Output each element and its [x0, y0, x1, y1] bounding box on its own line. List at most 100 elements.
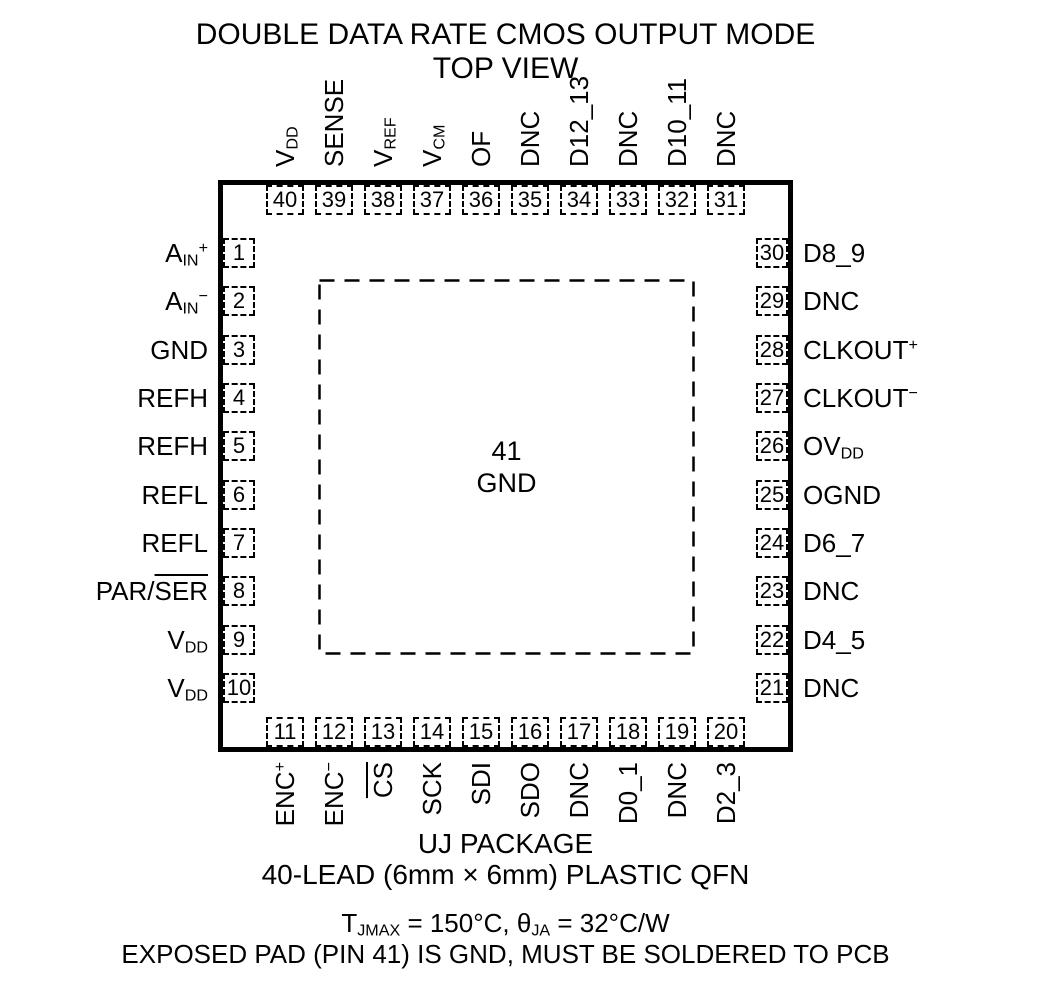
pin-number-39: 39 [321, 187, 347, 212]
pin-label-38: VREF [368, 117, 400, 167]
exposed-pad-label: GND [476, 468, 537, 498]
pin-box-5: 5 [223, 431, 255, 461]
pin-box-30: 30 [756, 238, 788, 268]
pin-number-18: 18 [615, 719, 641, 744]
pin-number-7: 7 [232, 530, 246, 555]
pin-label-34: D12_13 [564, 75, 594, 167]
pin-box-35: 35 [511, 185, 549, 215]
pin-label-40: VDD [270, 126, 302, 167]
diagram-title: DOUBLE DATA RATE CMOS OUTPUT MODE [195, 18, 816, 51]
pin-number-1: 1 [232, 240, 246, 265]
pin-number-37: 37 [419, 187, 445, 212]
pin-number-20: 20 [713, 719, 739, 744]
pin-label-27: CLKOUT− [803, 383, 918, 413]
pin-label-17: DNC [564, 762, 594, 819]
pin-box-18: 18 [609, 717, 647, 747]
pin-number-4: 4 [232, 385, 246, 410]
pin-label-33: DNC [613, 110, 643, 167]
pin-label-4: REFH [137, 383, 208, 413]
pin-label-14: SCK [417, 762, 447, 816]
pin-label-30: D8_9 [803, 238, 866, 268]
pin-number-15: 15 [468, 719, 494, 744]
pin-label-37: VCM [417, 124, 449, 167]
pin-box-19: 19 [658, 717, 696, 747]
pin-number-33: 33 [615, 187, 641, 212]
pin-number-14: 14 [419, 719, 445, 744]
pin-number-36: 36 [468, 187, 494, 212]
pin-number-2: 2 [232, 288, 246, 313]
pin-box-26: 26 [756, 431, 788, 461]
pin-box-4: 4 [223, 383, 255, 413]
pin-number-5: 5 [232, 433, 246, 458]
pin-box-11: 11 [266, 717, 304, 747]
pin-box-10: 10 [223, 673, 255, 703]
pin-label-22: D4_5 [803, 625, 866, 655]
pin-box-6: 6 [223, 480, 255, 510]
pin-box-29: 29 [756, 286, 788, 316]
pin-box-24: 24 [756, 528, 788, 558]
pin-box-15: 15 [462, 717, 500, 747]
pin-number-26: 26 [759, 433, 785, 458]
pin-label-16: SDO [515, 762, 545, 819]
pin-box-27: 27 [756, 383, 788, 413]
pin-label-35: DNC [515, 110, 545, 167]
pin-box-16: 16 [511, 717, 549, 747]
pin-number-28: 28 [759, 337, 785, 362]
pin-number-10: 10 [226, 675, 252, 700]
pin-box-17: 17 [560, 717, 598, 747]
pin-number-40: 40 [272, 187, 298, 212]
pin-number-34: 34 [566, 187, 592, 212]
pin-label-24: D6_7 [803, 528, 866, 558]
pin-label-15: SDI [466, 762, 496, 806]
pin-label-29: DNC [803, 286, 860, 316]
pin-label-8: PAR/SER [95, 576, 208, 606]
pin-box-25: 25 [756, 480, 788, 510]
pin-number-11: 11 [273, 719, 297, 744]
pin-box-7: 7 [223, 528, 255, 558]
exposed-pad-number: 41 [491, 436, 522, 466]
pin-label-10: VDD [167, 673, 208, 705]
pin-label-28: CLKOUT+ [803, 335, 918, 365]
pin-box-31: 31 [707, 185, 745, 215]
pin-box-3: 3 [223, 335, 255, 365]
pin-box-13: 13 [364, 717, 402, 747]
pin-number-24: 24 [759, 530, 785, 555]
pin-box-38: 38 [364, 185, 402, 215]
pin-box-9: 9 [223, 625, 255, 655]
pin-label-11: ENC+ [270, 762, 300, 827]
pin-box-32: 32 [658, 185, 696, 215]
pin-number-16: 16 [517, 719, 543, 744]
pin-number-25: 25 [759, 482, 785, 507]
pin-number-8: 8 [232, 578, 246, 603]
pin-box-22: 22 [756, 625, 788, 655]
pin-label-23: DNC [803, 576, 860, 606]
pin-number-23: 23 [759, 578, 785, 603]
pin-number-31: 31 [713, 187, 739, 212]
pin-label-5: REFH [137, 431, 208, 461]
exposed-pad: 41 GND [318, 279, 695, 655]
pin-label-26: OVDD [803, 431, 864, 463]
pin-label-13: CS [368, 762, 398, 799]
thermal-spec: TJMAX = 150°C, θJA = 32°C/W [341, 908, 670, 940]
pin-label-3: GND [150, 335, 208, 365]
package-name: UJ PACKAGE [417, 828, 594, 859]
exposed-pad-text: 41 GND [318, 279, 695, 655]
pin-number-22: 22 [759, 627, 785, 652]
pin-number-21: 21 [759, 675, 785, 700]
pin-label-25: OGND [803, 480, 881, 510]
pin-box-28: 28 [756, 335, 788, 365]
pin-box-14: 14 [413, 717, 451, 747]
pin-label-19: DNC [662, 762, 692, 819]
pin-box-39: 39 [315, 185, 353, 215]
pin-label-31: DNC [711, 110, 741, 167]
pin-box-34: 34 [560, 185, 598, 215]
pin-label-12: ENC− [319, 762, 349, 827]
package-description: 40-LEAD (6mm × 6mm) PLASTIC QFN [261, 859, 750, 890]
pin-label-1: AIN+ [165, 238, 208, 270]
pin-number-38: 38 [370, 187, 396, 212]
pin-label-6: REFL [141, 480, 208, 510]
pin-box-12: 12 [315, 717, 353, 747]
pin-box-8: 8 [223, 576, 255, 606]
pin-label-18: D0_1 [613, 762, 643, 825]
